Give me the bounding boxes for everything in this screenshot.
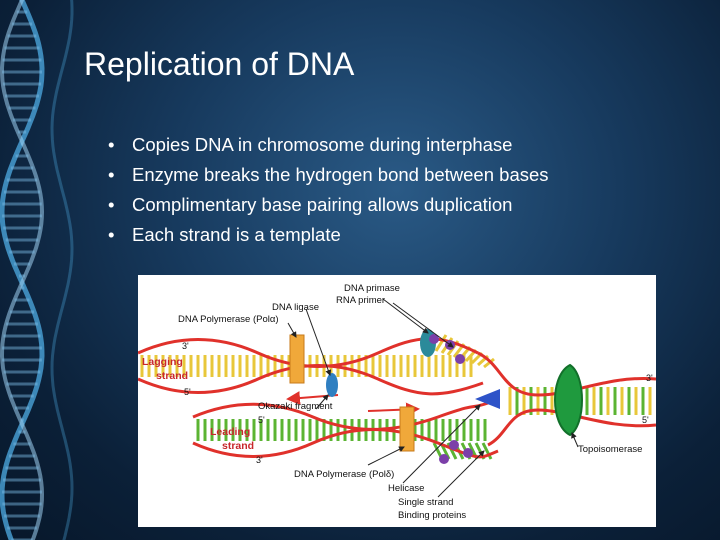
bullet-icon: • [108, 164, 115, 185]
label-dna-polymerase-delta: DNA Polymerase (Polδ) [294, 469, 394, 480]
label-three-prime: 3' [182, 341, 189, 351]
bullet-item: • Enzyme breaks the hydrogen bond between… [108, 160, 549, 190]
bullet-item: • Each strand is a template [108, 220, 549, 250]
helix-strand-1 [0, 0, 45, 540]
topoisomerase-shape [554, 363, 583, 437]
slide-title: Replication of DNA [84, 46, 355, 82]
bullet-list: • Copies DNA in chromosome during interph… [108, 130, 549, 250]
label-five-prime: 5' [184, 387, 191, 397]
label-topoisomerase: Topoisomerase [578, 444, 642, 455]
label-five-prime: 5' [258, 415, 265, 425]
ssb-protein [429, 334, 439, 344]
label-three-prime: 3' [256, 455, 263, 465]
bullet-icon: • [108, 134, 115, 155]
label-helicase: Helicase [388, 483, 424, 494]
bullet-icon: • [108, 224, 115, 245]
dna-replication-diagram: DNA primase RNA primer DNA ligase DNA Po… [137, 275, 657, 527]
label-pointers [287, 298, 579, 498]
ssb-protein [439, 454, 449, 464]
helix-strand-3 [50, 0, 74, 540]
label-leading: Leading [210, 426, 250, 438]
label-three-prime: 3' [646, 373, 653, 383]
lagging-strand-backbone-bottom [137, 364, 484, 396]
label-lagging: Lagging [142, 356, 183, 368]
bullet-text: Copies DNA in chromosome during interpha… [132, 134, 513, 155]
diagram-canvas: DNA primase RNA primer DNA ligase DNA Po… [137, 283, 657, 521]
label-dna-polymerase-alpha: DNA Polymerase (Polα) [178, 314, 279, 325]
ssb-protein [463, 448, 473, 458]
parent-strand-top [477, 351, 657, 397]
base-pair-rung [481, 442, 493, 460]
label-binding-proteins: Binding proteins [398, 510, 466, 521]
bullet-text: Enzyme breaks the hydrogen bond between … [132, 164, 549, 185]
ssb-protein [449, 440, 459, 450]
parent-strand-bottom [487, 408, 657, 447]
helix-strand-2 [0, 0, 45, 540]
label-single-strand: Single strand [398, 497, 453, 508]
label-five-prime: 5' [642, 415, 649, 425]
dna-polymerase-delta-shape [399, 406, 415, 452]
bullet-text: Each strand is a template [132, 224, 341, 245]
label-rna-primer: RNA primer [336, 295, 385, 306]
dna-ligase-shape [326, 373, 338, 397]
base-pair-rung [483, 357, 495, 369]
bullet-item: • Copies DNA in chromosome during interph… [108, 130, 549, 160]
dna-polymerase-alpha-shape [289, 334, 305, 384]
label-dna-ligase: DNA ligase [272, 302, 319, 313]
label-lagging-strand: strand [156, 370, 188, 382]
label-dna-primase: DNA primase [344, 283, 400, 294]
label-leading-strand: strand [222, 440, 254, 452]
base-pair-rung [434, 334, 448, 352]
bullet-item: • Complimentary base pairing allows dupli… [108, 190, 549, 220]
ssb-protein [455, 354, 465, 364]
bullet-icon: • [108, 194, 115, 215]
label-okazaki-fragment: Okazaki fragment [258, 401, 333, 412]
bullet-text: Complimentary base pairing allows duplic… [132, 194, 513, 215]
helicase-shape [475, 389, 500, 409]
